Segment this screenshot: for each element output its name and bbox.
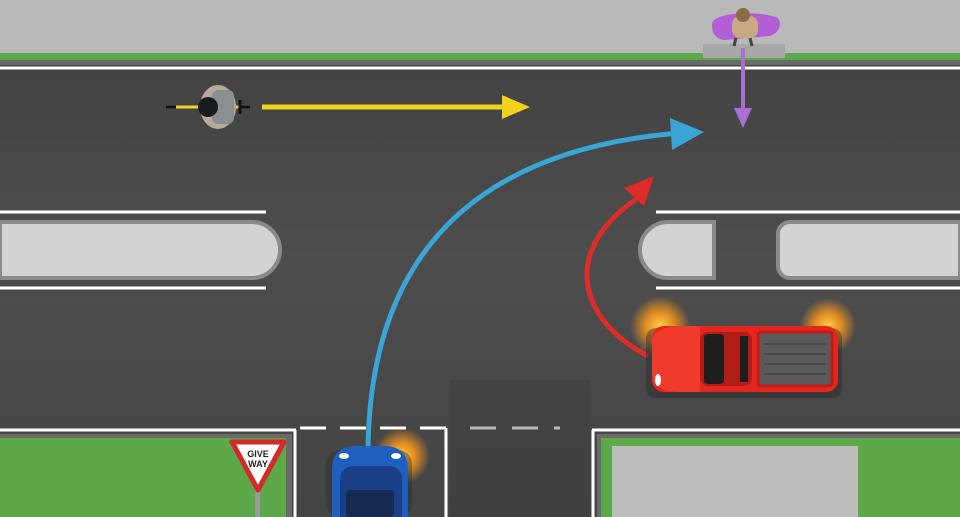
bottom-right-footpath [612,446,858,517]
median-island-left [0,220,282,280]
give-way-sign-line2: WAY [248,459,268,469]
blue-car-icon [326,428,430,517]
give-way-sign-line1: GIVE [247,449,269,459]
red-car-path-arrow [584,176,654,359]
top-footpath [0,0,960,53]
red-ute-icon [630,296,856,398]
median-island-right-large [776,220,960,280]
cyclist-icon [166,85,250,129]
kerb-top [0,60,960,65]
median-island-right-small [638,220,716,280]
top-grass-strip [0,53,960,60]
side-road-shadow [450,380,590,517]
cyclist-path-arrow [262,95,530,119]
pedestrian-path-arrow [734,48,752,128]
blue-car-path-arrow [365,118,704,456]
pedestrian-icon [712,8,780,47]
give-way-sign-icon: GIVE WAY [229,439,287,517]
